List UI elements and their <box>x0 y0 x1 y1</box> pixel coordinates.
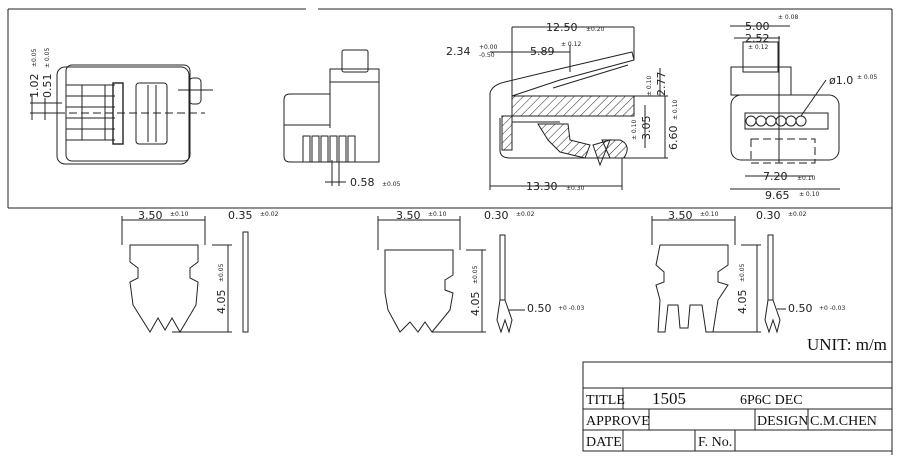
title-name: 6P6C DEC <box>740 393 803 408</box>
dim-2-77-tol: ± 0.10 <box>646 76 653 96</box>
dim-12-50: 12.50 <box>546 21 578 34</box>
file-number-label: F. No. <box>698 435 732 450</box>
date-label: DATE <box>586 435 622 450</box>
contact-height-tol: ±0.05 <box>739 263 746 282</box>
contact-1: 3.50 ±0.10 4.05 ±0.05 0.35 ±0.02 <box>121 209 279 333</box>
contact-width-tol: ±0.10 <box>700 211 719 218</box>
dim-9-65-tol: ± 0.10 <box>799 191 819 198</box>
dim-0-58-tol: ±0.05 <box>382 181 401 188</box>
unit-label: UNIT: m/m <box>807 335 887 354</box>
contact-thickness-tol: ±0.02 <box>516 211 535 218</box>
dim-9-65: 9.65 <box>765 189 790 202</box>
contact-tip-tol: +0 -0.03 <box>558 305 584 312</box>
dim-1-02: 1.02 <box>28 74 41 99</box>
dim-3-05-tol: ± 0.10 <box>631 120 638 140</box>
dim-2-34-tol-up: +0.00 <box>479 44 498 51</box>
contact-3: 3.50 ±0.10 4.05 ±0.05 0.30 ±0.02 0.50 +0… <box>651 209 845 334</box>
contact-thickness: 0.35 <box>228 209 253 222</box>
dim-13-30: 13.30 <box>526 180 558 193</box>
contact-tip-tol: +0 -0.03 <box>819 305 845 312</box>
dim-2-34-tol-dn: -0.50 <box>479 52 495 59</box>
contact-thickness-tol: ±0.02 <box>788 211 807 218</box>
design-label: DESIGN <box>757 414 808 429</box>
end-view: 5.00 ± 0.08 2.52 ± 0.12 ø1.0 ± 0.05 7.20… <box>730 14 877 202</box>
contact-height-tol: ±0.05 <box>218 263 225 282</box>
title-label: TITLE <box>586 393 625 408</box>
title-number: 1505 <box>652 389 686 408</box>
contact-width: 3.50 <box>396 209 421 222</box>
approve-label: APPROVE <box>586 414 650 429</box>
dim-3-05: 3.05 <box>640 116 653 141</box>
contact-height-tol: ±0.05 <box>472 265 479 284</box>
dim-0-58: 0.58 <box>350 176 375 189</box>
contact-thickness: 0.30 <box>484 209 509 222</box>
contact-width-tol: ±0.10 <box>428 211 447 218</box>
dim-0-51: 0.51 <box>41 74 54 99</box>
side-view: 0.58 ±0.05 <box>283 49 401 189</box>
dim-2-52: 2.52 <box>745 32 770 45</box>
contact-height: 4.05 <box>736 290 749 315</box>
dim-6-60-tol: ± 0.10 <box>672 100 679 120</box>
contact-width: 3.50 <box>138 209 163 222</box>
contact-tip: 0.50 <box>788 302 813 315</box>
section-view: 12.50 ±0.20 2.34 +0.00 -0.50 5.89 ± 0.12… <box>446 21 680 193</box>
contact-thickness-tol: ±0.02 <box>260 211 279 218</box>
dim-0-51-tol: ± 0.05 <box>44 48 51 68</box>
dim-2-52-tol: ± 0.12 <box>748 44 768 51</box>
dim-2-34: 2.34 <box>446 45 471 58</box>
dim-5-89: 5.89 <box>530 45 555 58</box>
dim-diameter-tol: ± 0.05 <box>857 74 877 81</box>
dim-5-89-tol: ± 0.12 <box>561 41 581 48</box>
dim-1-02-tol: ±0.05 <box>31 48 38 67</box>
dim-6-60: 6.60 <box>667 126 680 151</box>
dim-5-00: 5.00 <box>745 20 770 33</box>
dim-diameter: ø1.0 <box>829 74 853 87</box>
dim-7-20: 7.20 <box>763 170 788 183</box>
contact-height: 4.05 <box>469 292 482 317</box>
contact-height: 4.05 <box>215 290 228 315</box>
title-block: TITLE 1505 6P6C DEC APPROVE DESIGN C.M.C… <box>582 361 893 452</box>
contact-width: 3.50 <box>668 209 693 222</box>
contact-width-tol: ±0.10 <box>170 211 189 218</box>
contact-thickness: 0.30 <box>756 209 781 222</box>
dim-12-50-tol: ±0.20 <box>586 26 605 33</box>
front-view: 1.02 ±0.05 0.51 ± 0.05 <box>28 48 213 165</box>
dim-13-30-tol: ±0.30 <box>566 185 585 192</box>
contact-tip: 0.50 <box>527 302 552 315</box>
designer-name: C.M.CHEN <box>810 414 877 429</box>
dim-2-77: 2.77 <box>655 72 668 97</box>
dim-5-00-tol: ± 0.08 <box>778 14 798 21</box>
dim-7-20-tol: ±0.10 <box>797 175 816 182</box>
contact-2: 3.50 ±0.10 4.05 ±0.05 0.30 ±0.02 0.50 +0… <box>377 209 584 334</box>
